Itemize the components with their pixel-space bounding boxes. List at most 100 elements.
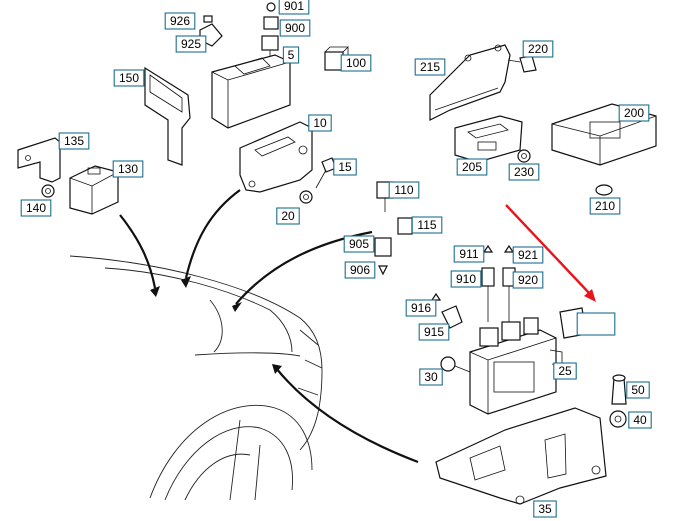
callout-140: 140	[20, 199, 52, 217]
connector-910	[481, 267, 495, 322]
bracket-150	[144, 66, 191, 166]
callout-text-135: 135	[64, 134, 84, 148]
callout-text-150: 150	[119, 71, 139, 85]
callout-115: 115	[411, 216, 443, 234]
callout-text-910: 910	[456, 272, 476, 286]
pin-916	[430, 292, 442, 301]
callout-35: 35	[533, 500, 557, 518]
callout-text-230: 230	[514, 165, 534, 179]
callout-text-20: 20	[281, 209, 295, 223]
connector-900	[263, 2, 279, 30]
bushing-50	[611, 374, 627, 405]
callout-920: 920	[512, 271, 544, 289]
callout-text-916: 916	[411, 301, 431, 315]
callout-text-200: 200	[624, 106, 644, 120]
nut-20	[299, 190, 313, 204]
callout-915: 915	[418, 323, 450, 341]
screw-15	[315, 157, 337, 189]
callout-text-10: 10	[313, 116, 327, 130]
highlight-arrow	[505, 204, 596, 302]
control-module-5	[211, 35, 291, 129]
callout-text-100: 100	[346, 56, 366, 70]
callout-50: 50	[626, 381, 650, 399]
callout-text-130: 130	[118, 162, 138, 176]
callout-905: 905	[343, 235, 375, 253]
callout-text-15: 15	[338, 160, 352, 174]
connector-915	[441, 305, 463, 329]
pin-921	[503, 244, 515, 253]
callout-921: 921	[512, 246, 544, 264]
callout-text-140: 140	[26, 201, 46, 215]
bracket-135	[17, 137, 61, 183]
callout-text-35: 35	[538, 502, 552, 516]
arrow-to-hood-left	[119, 214, 157, 289]
callout-230: 230	[508, 163, 540, 181]
relay-115	[397, 217, 413, 235]
callout-150: 150	[113, 69, 145, 87]
bracket-10	[239, 121, 313, 193]
nut-140	[41, 184, 55, 198]
callout-text-50: 50	[631, 383, 645, 397]
arrow-to-hood-center	[184, 189, 241, 279]
callout-40: 40	[628, 411, 652, 429]
callout-200: 200	[618, 104, 650, 122]
callout-text-110: 110	[394, 183, 413, 197]
callout-text-5: 5	[288, 48, 295, 62]
module-205	[454, 115, 523, 163]
callout-text-30: 30	[424, 370, 438, 384]
callout-text-900: 900	[285, 21, 305, 35]
callout-205: 205	[456, 158, 488, 176]
screw-30	[440, 356, 471, 373]
callout-210: 210	[589, 197, 621, 215]
callout-10: 10	[308, 114, 332, 132]
callout-105: 105	[576, 312, 616, 336]
arrow-from-bracket-35	[275, 367, 419, 464]
callout-text-906: 906	[350, 263, 370, 277]
callout-text-220: 220	[528, 42, 548, 56]
nut-230	[517, 149, 531, 163]
callout-text-911: 911	[459, 247, 478, 261]
callout-text-25: 25	[558, 364, 572, 378]
callout-916: 916	[405, 299, 437, 317]
bracket-35	[435, 407, 607, 505]
callout-text-921: 921	[518, 248, 538, 262]
callout-text-920: 920	[518, 273, 538, 287]
callout-911: 911	[453, 245, 485, 263]
module-25	[469, 317, 563, 415]
pin-906	[378, 265, 388, 276]
callout-text-40: 40	[633, 413, 647, 427]
module-130	[69, 165, 119, 215]
callout-130: 130	[112, 160, 144, 178]
callout-text-215: 215	[420, 60, 440, 74]
callout-20: 20	[276, 207, 300, 225]
pin-911	[482, 244, 494, 253]
connector-905	[374, 237, 392, 257]
callout-100: 100	[340, 54, 372, 72]
callout-text-925: 925	[181, 37, 201, 51]
callout-900: 900	[279, 19, 311, 37]
callout-110: 110	[388, 181, 420, 199]
callout-text-205: 205	[462, 160, 482, 174]
callout-text-210: 210	[595, 199, 615, 213]
callout-15: 15	[333, 158, 357, 176]
callout-910: 910	[450, 270, 482, 288]
callout-925: 925	[175, 35, 207, 53]
callout-text-115: 115	[417, 218, 436, 232]
callout-25: 25	[553, 362, 577, 380]
grommet-210	[595, 184, 613, 196]
nut-40	[609, 410, 627, 428]
callout-5: 5	[282, 46, 300, 64]
bracket-215	[429, 44, 511, 121]
callout-906: 906	[344, 261, 376, 279]
callout-220: 220	[522, 40, 554, 58]
callout-135: 135	[58, 132, 90, 150]
leader-arrows	[119, 189, 419, 464]
callout-926: 926	[164, 12, 196, 30]
callout-30: 30	[419, 368, 443, 386]
callout-text-901: 901	[284, 0, 304, 13]
bolt-220	[507, 55, 537, 73]
callout-text-926: 926	[170, 14, 190, 28]
callout-text-915: 915	[424, 325, 444, 339]
highlight-box	[576, 312, 616, 336]
